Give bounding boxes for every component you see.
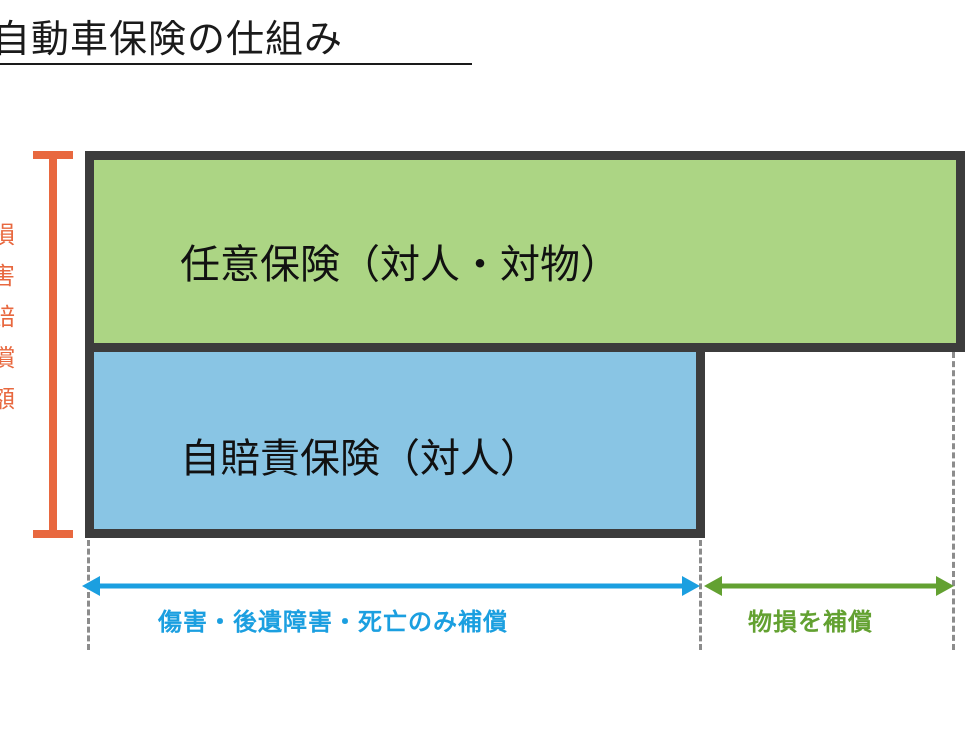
bracket-bottom-cap [33, 530, 73, 538]
dashed-guide-middle [699, 540, 702, 650]
voluntary-scope-label: 物損を補償 [748, 608, 873, 636]
compulsory-insurance-label: 自賠責保険（対人） [180, 436, 540, 482]
property-range-arrow [704, 576, 954, 596]
side-label-char: 害 [0, 262, 15, 290]
voluntary-insurance-box: 任意保険（対人・対物） [85, 151, 965, 352]
bracket-stem [49, 151, 57, 538]
side-label-char: 賠 [0, 303, 15, 331]
voluntary-insurance-label: 任意保険（対人・対物） [180, 242, 620, 288]
side-label-char: 償 [0, 344, 15, 372]
title-underline [0, 63, 472, 65]
damage-amount-label: 損 害 賠 償 額 [0, 215, 16, 420]
dashed-guide-left [87, 540, 90, 650]
compulsory-insurance-box: 自賠責保険（対人） [85, 343, 705, 538]
coverage-arrows [82, 576, 954, 596]
dashed-guide-right [952, 352, 955, 650]
diagram-title: 自動車保険の仕組み [0, 17, 344, 61]
side-label-char: 損 [0, 221, 15, 249]
compulsory-range-arrow [82, 576, 700, 596]
side-label-char: 額 [0, 385, 15, 413]
compulsory-scope-label: 傷害・後遺障害・死亡のみ補償 [158, 608, 508, 636]
